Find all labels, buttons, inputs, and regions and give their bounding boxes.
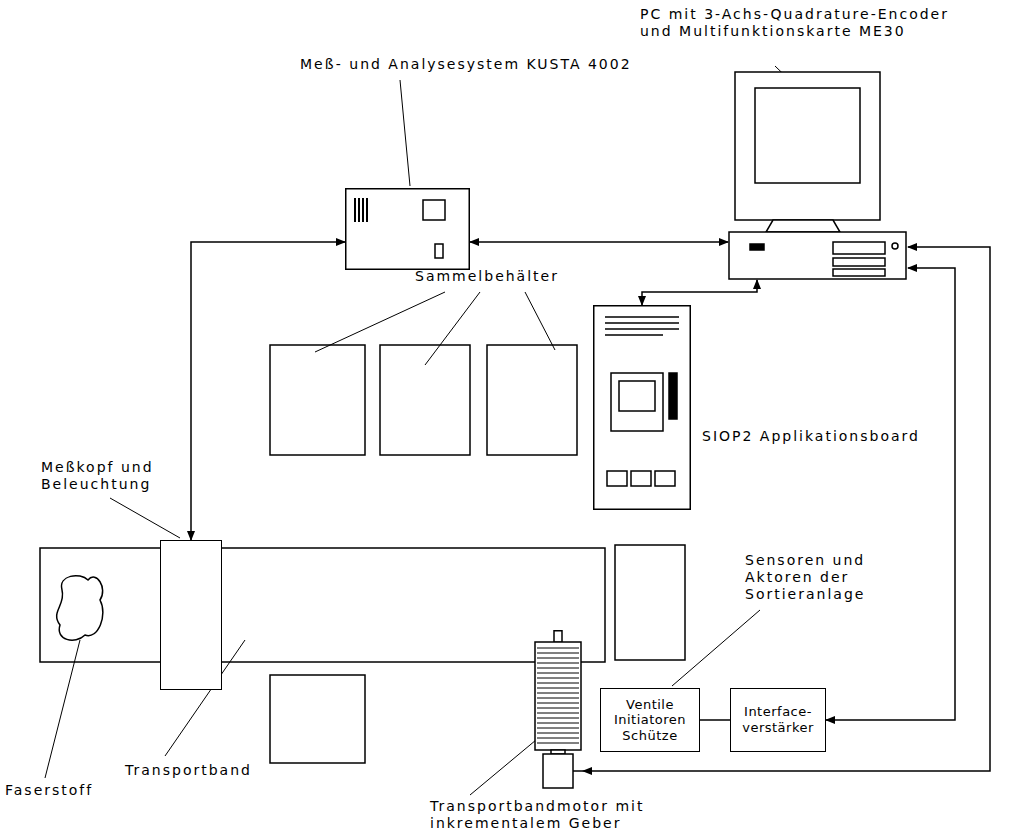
kusta-symbol <box>345 188 470 270</box>
signal-line <box>191 242 345 540</box>
interface-amplifier: Interface- verstärker <box>730 688 826 752</box>
collecting-bin <box>270 675 365 763</box>
pc-workstation: PC mit 3-Achs-Quadrature-Encoder und Mul… <box>728 68 908 280</box>
part-label: Faserstoff <box>5 782 93 799</box>
analysis-system: Meß- und Analysesystem KUSTA 4002 <box>345 188 470 270</box>
part-label: Sammelbehälter <box>415 268 559 285</box>
conveyor-belt <box>40 548 605 662</box>
box-text: Ventile Initiatoren Schütze <box>605 697 695 744</box>
siop-symbol <box>593 305 691 510</box>
collecting-bin <box>487 345 577 455</box>
actuator-box: Ventile Initiatoren Schütze <box>600 688 700 752</box>
collecting-bin <box>270 345 365 455</box>
part-label: Sensoren und Aktoren der Sortieranlage <box>745 552 877 603</box>
part-label: Meß- und Analysesystem KUSTA 4002 <box>300 56 632 73</box>
motor-symbol <box>533 630 583 790</box>
collecting-bin <box>380 345 470 455</box>
measuring-head: Meßkopf und Beleuchtung <box>160 540 222 690</box>
part-label: Meßkopf und Beleuchtung <box>41 459 163 493</box>
part-label: Transportbandmotor mit inkrementalem Geb… <box>430 798 682 832</box>
pc-symbol <box>728 68 908 280</box>
part-label: Transportband <box>125 762 252 779</box>
signal-line <box>470 241 728 243</box>
fibre-sample <box>57 576 103 641</box>
signal-line <box>583 247 990 771</box>
leader-lines <box>45 66 800 795</box>
collecting-bin <box>615 545 685 660</box>
application-board: SIOP2 Applikationsboard <box>593 305 691 510</box>
signal-line <box>826 268 955 720</box>
part-label: SIOP2 Applikationsboard <box>702 428 920 445</box>
conveyor-motor: Transportbandmotor mit inkrementalem Geb… <box>533 630 583 790</box>
box-text: Interface- verstärker <box>735 704 821 735</box>
part-label: PC mit 3-Achs-Quadrature-Encoder und Mul… <box>640 6 950 40</box>
signal-line <box>700 719 730 721</box>
signal-line <box>642 280 757 305</box>
